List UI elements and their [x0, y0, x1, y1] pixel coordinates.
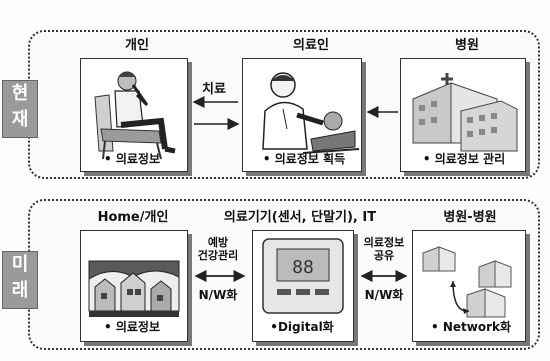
- home-box: [80, 230, 188, 342]
- current-caption-individual: • 의료정보: [103, 152, 160, 166]
- future-header-home: Home/개인: [97, 210, 169, 225]
- future-side-label-char-1: 미: [11, 254, 29, 275]
- future-left-arrow-label-bottom: N/W화: [198, 288, 238, 302]
- network-box: [412, 230, 526, 342]
- current-side-label-char-1: 현: [11, 83, 29, 104]
- future-caption-device: •Digital화: [270, 320, 334, 334]
- svg-text:88: 88: [292, 257, 314, 278]
- current-side-label-char-2: 재: [11, 109, 29, 130]
- current-caption-medical-staff: • 의료정보 획득: [262, 152, 346, 166]
- hospital-box: [400, 58, 526, 172]
- hospital-building-icon: [412, 73, 518, 152]
- future-side-label-char-2: 래: [11, 280, 29, 301]
- future-right-arrow-label-top: 의료정보 공유: [356, 236, 412, 262]
- future-header-hospital-hospital: 병원-병원: [443, 210, 497, 225]
- current-side-label: 현 재: [2, 80, 38, 138]
- future-right-arrow-label-bottom: N/W화: [364, 288, 404, 302]
- current-header-medical-staff: 의료인: [293, 38, 329, 53]
- future-header-device-it: 의료기기(센서, 단말기), IT: [223, 210, 377, 225]
- future-caption-network: • Network화: [430, 320, 512, 334]
- future-left-label-line-1: 예방: [207, 236, 229, 249]
- future-side-label: 미 래: [2, 251, 38, 309]
- current-caption-hospital: • 의료정보 관리: [422, 152, 506, 166]
- future-right-label-line-2: 공유: [373, 249, 395, 262]
- future-left-label-line-2: 건강관리: [197, 249, 239, 262]
- medical-staff-box: [242, 58, 362, 172]
- individual-box: [80, 58, 188, 172]
- houses-icon: [88, 260, 180, 317]
- future-caption-home: • 의료정보: [103, 320, 160, 334]
- medical-device-icon: 88: [262, 238, 344, 314]
- doctor-icon: [262, 72, 360, 154]
- device-box: 88: [252, 230, 354, 342]
- hospital-network-icon: [422, 246, 512, 318]
- current-header-hospital: 병원: [455, 38, 479, 53]
- current-header-individual: 개인: [125, 38, 149, 53]
- current-arrow-label-treatment: 치료: [202, 82, 226, 97]
- future-left-arrow-label-top: 예방 건강관리: [190, 236, 246, 262]
- future-right-label-line-1: 의료정보: [363, 236, 405, 249]
- seated-person-icon: [94, 71, 176, 160]
